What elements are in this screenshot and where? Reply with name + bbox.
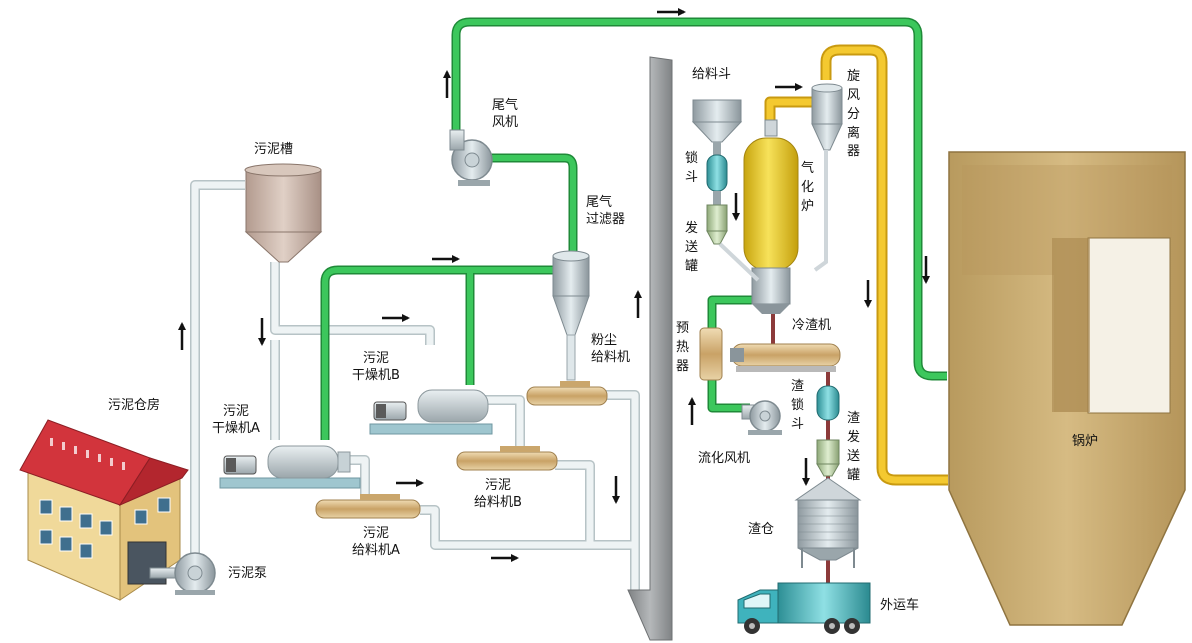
label-slag-send-tank: 渣发送罐 [846, 411, 860, 483]
flow-arrows [178, 8, 930, 562]
outbound-truck [737, 582, 871, 634]
dust-feeder [526, 381, 608, 406]
label-sludge-warehouse: 污泥仓房 [108, 398, 161, 413]
label-feed-hopper: 给料斗 [692, 67, 732, 82]
label-preheater: 预热器 [675, 321, 689, 374]
separation-wall [627, 56, 673, 641]
slag-silo [794, 477, 862, 568]
label-boiler: 锅炉 [1072, 434, 1099, 449]
slag-send-tank [816, 439, 840, 477]
label-slag-cooler: 冷渣机 [792, 318, 832, 333]
label-cyclone: 旋风分离器 [846, 69, 860, 160]
label-sludge-pump: 污泥泵 [228, 566, 268, 581]
cyclone-separator [718, 83, 843, 282]
slag-cooler [730, 343, 841, 372]
label-exhaust-filter: 尾气 过滤器 [586, 195, 626, 227]
preheater [699, 327, 723, 381]
lock-hopper [706, 154, 728, 205]
gas-pipes [320, 17, 947, 440]
dryer-b [369, 389, 493, 435]
label-outbound-truck: 外运车 [880, 598, 920, 613]
label-sludge-tank: 污泥槽 [254, 142, 294, 157]
sludge-pipes [190, 180, 640, 590]
gasifier [743, 119, 799, 314]
label-gasifier: 气化炉 [800, 161, 814, 214]
dryer-a [219, 445, 361, 489]
label-dryer-a: 污泥 干燥机A [212, 404, 260, 436]
label-lock-hopper: 锁斗 [684, 151, 698, 185]
send-tank [706, 204, 728, 245]
label-exhaust-fan: 尾气 风机 [492, 98, 519, 130]
sludge-tank [244, 163, 323, 263]
label-slag-lock-hopper: 渣锁斗 [790, 379, 804, 432]
slag-lock-hopper [816, 385, 840, 421]
sludge-feeder-b [456, 446, 558, 471]
label-send-tank: 发送罐 [684, 221, 698, 274]
label-slag-silo: 渣仓 [748, 522, 775, 537]
label-dust-feeder: 粉尘 给料机 [591, 333, 631, 365]
fluidizing-fan [741, 400, 782, 435]
sludge-feeder-a [315, 494, 421, 519]
exhaust-fan [449, 129, 493, 186]
exhaust-filter [552, 250, 590, 381]
label-fluidizing-fan: 流化风机 [698, 451, 751, 466]
label-feeder-b: 污泥 给料机B [474, 478, 522, 510]
boiler [948, 151, 1186, 626]
sludge-pump [149, 552, 216, 595]
label-dryer-b: 污泥 干燥机B [352, 351, 400, 383]
feed-hopper [691, 99, 743, 156]
label-feeder-a: 污泥 给料机A [352, 526, 400, 558]
